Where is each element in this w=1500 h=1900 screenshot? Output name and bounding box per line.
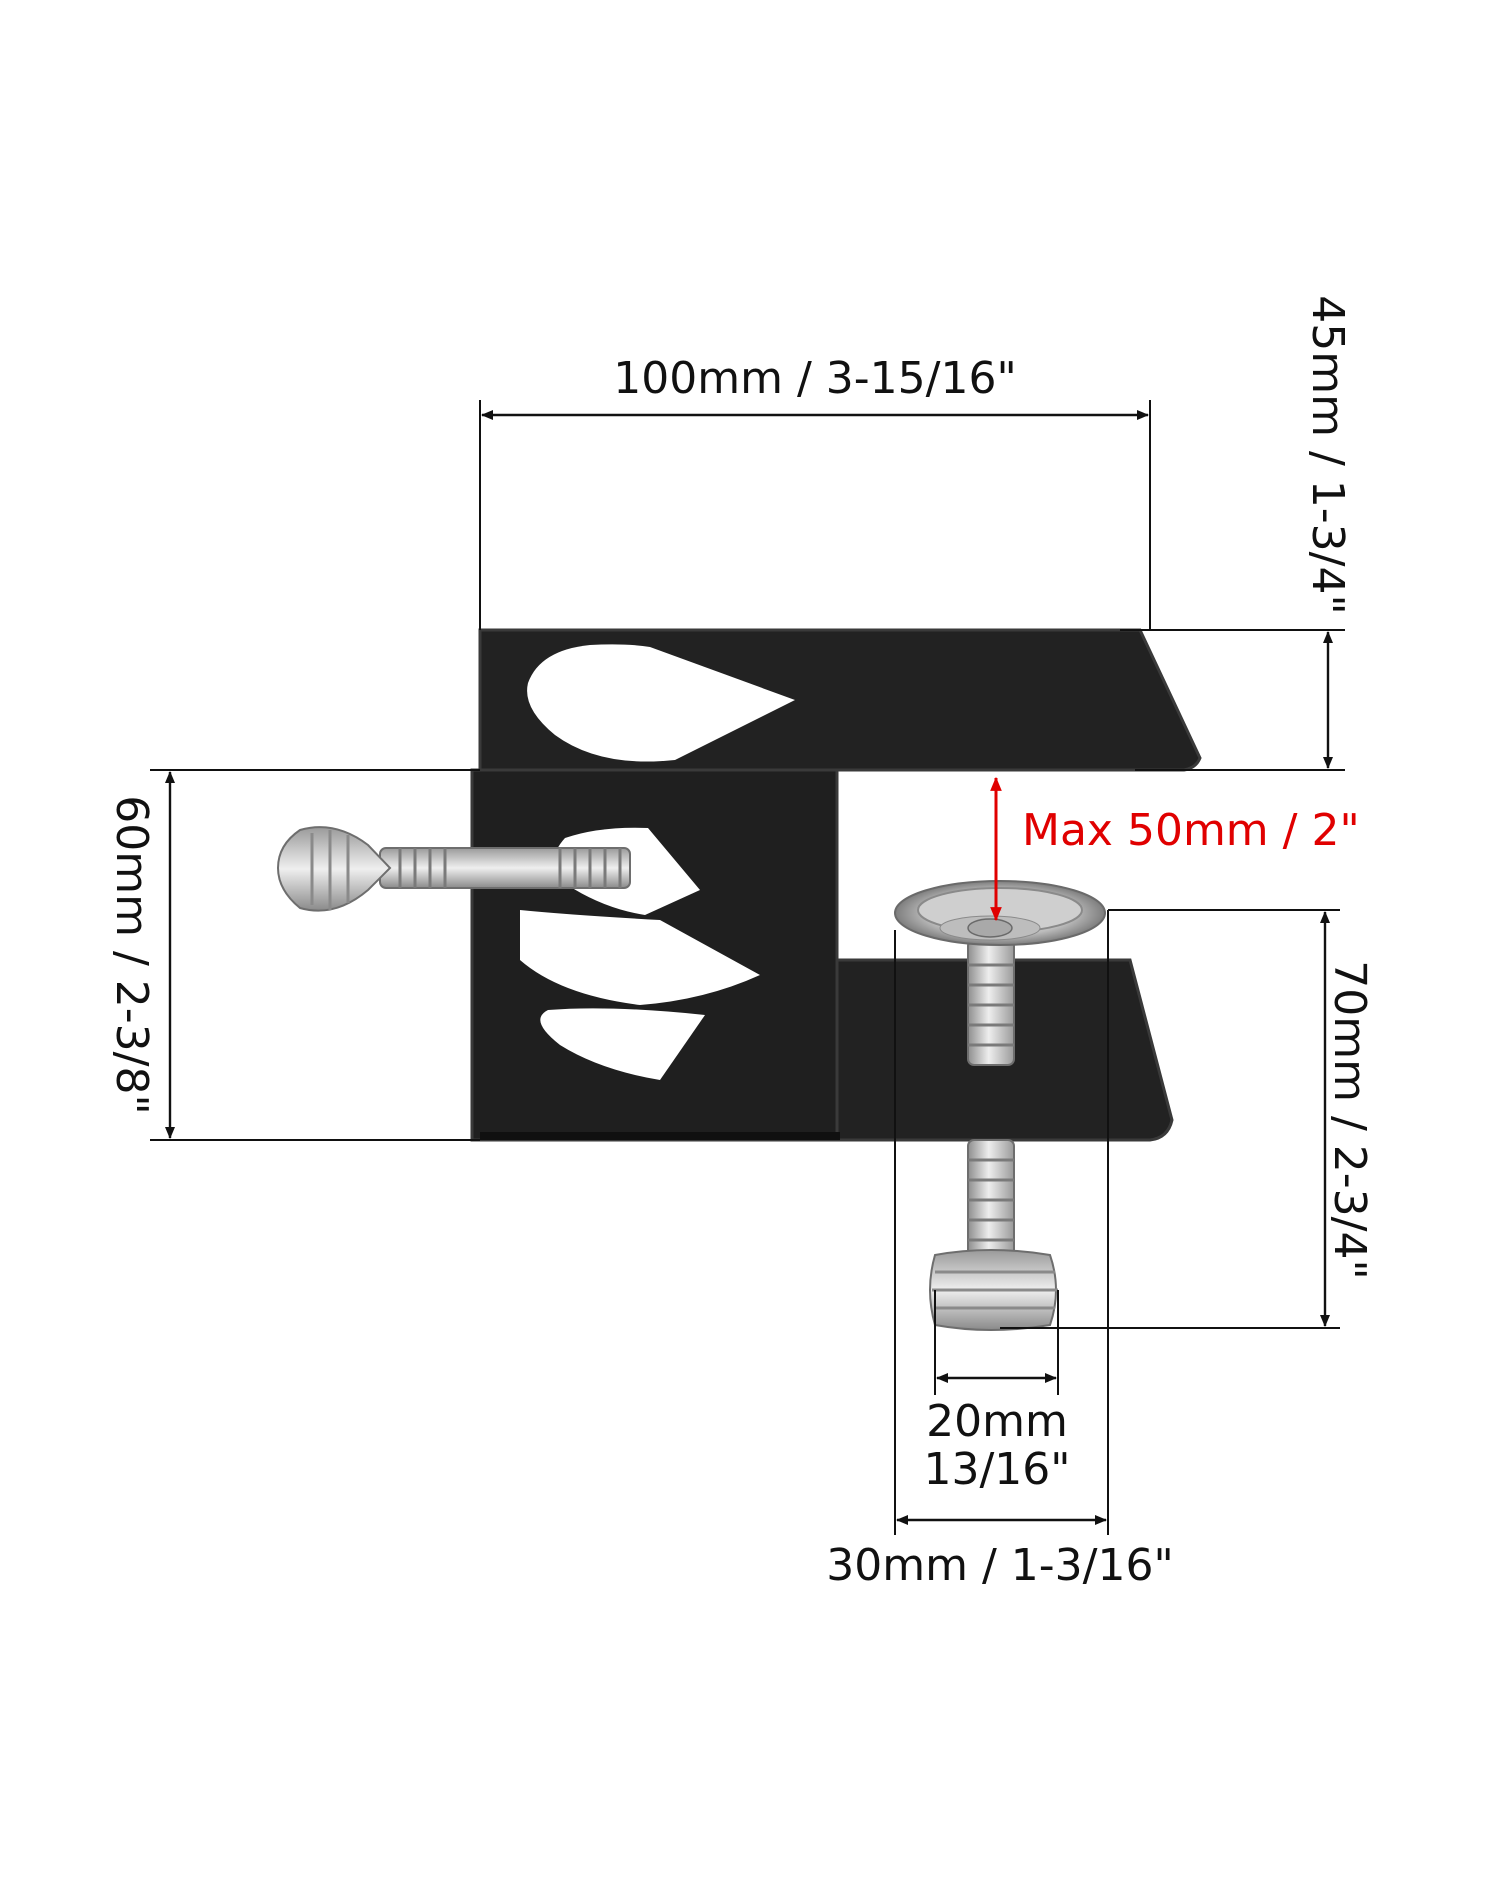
dimension-max-opening-label: Max 50mm / 2" bbox=[1022, 805, 1360, 856]
dimension-width-top-label: 100mm / 3-15/16" bbox=[613, 353, 1016, 404]
dimension-knob-width-label-line2: 13/16" bbox=[923, 1444, 1070, 1495]
top-plate-hole bbox=[527, 644, 795, 762]
side-screw-head bbox=[276, 826, 392, 912]
dimension-pad-width: 30mm / 1-3/16" bbox=[826, 910, 1174, 1591]
dimension-pad-width-label: 30mm / 1-3/16" bbox=[826, 1540, 1173, 1591]
dimension-width-top: 100mm / 3-15/16" bbox=[479, 353, 1151, 630]
side-thumb-screw bbox=[276, 826, 631, 912]
dimension-height-top: 45mm / 1-3/4" bbox=[1120, 295, 1353, 771]
dimension-max-opening: Max 50mm / 2" bbox=[990, 776, 1360, 922]
dimension-height-side: 60mm / 2-3/8" bbox=[106, 769, 480, 1141]
dimension-height-side-label: 60mm / 2-3/8" bbox=[106, 795, 157, 1114]
front-face-hole-lower bbox=[540, 1008, 705, 1080]
dimension-height-top-label: 45mm / 1-3/4" bbox=[1302, 295, 1353, 614]
front-face-hole-middle bbox=[520, 910, 760, 1005]
dimension-height-bottom: 70mm / 2-3/4" bbox=[1000, 909, 1375, 1329]
dimension-knob-width: 20mm 13/16" bbox=[923, 1290, 1071, 1495]
side-screw-thread bbox=[379, 847, 631, 889]
dimension-height-bottom-label: 70mm / 2-3/4" bbox=[1324, 960, 1375, 1279]
dimension-knob-width-label-line1: 20mm bbox=[926, 1396, 1068, 1447]
